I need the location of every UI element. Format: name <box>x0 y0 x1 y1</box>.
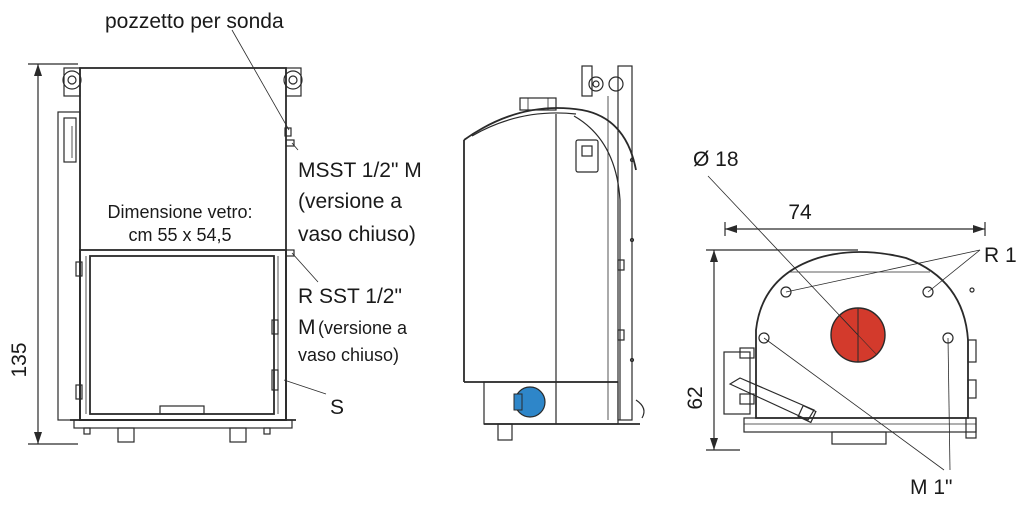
glass-window <box>89 255 275 415</box>
side-curved-top <box>463 107 637 171</box>
pulley-icon <box>62 70 82 90</box>
door-frame <box>79 249 287 421</box>
rsst-leader <box>291 252 319 283</box>
diameter-label: Ø 18 <box>693 148 739 171</box>
rsst-label-2a: M <box>298 316 316 339</box>
door-handle <box>159 405 205 415</box>
side-lower <box>483 381 619 425</box>
msst-label-3: vaso chiuso) <box>298 223 416 246</box>
rsst-label-2b: (versione a <box>318 318 408 338</box>
side-frame <box>617 65 633 421</box>
msst-label-1: MSST 1/2" M <box>298 159 422 182</box>
hinge-icon <box>75 261 83 277</box>
probe-label: pozzetto per sonda <box>105 10 284 33</box>
dim-width-label: 74 <box>788 201 812 224</box>
rsst-label-3: vaso chiuso) <box>298 345 399 365</box>
r1-label: R 1 <box>984 244 1017 267</box>
r1-leader <box>785 249 981 293</box>
side-door-box <box>723 351 751 415</box>
m1-label: M 1" <box>910 476 952 499</box>
s-leader <box>283 379 327 395</box>
glass-size-label-1: Dimensione vetro: <box>107 202 252 222</box>
rsst-label-1: R SST 1/2" <box>298 285 402 308</box>
r1-port-icon <box>922 286 934 298</box>
dim-height-label: 135 <box>8 342 31 377</box>
hinge-icon <box>75 384 83 400</box>
dim-depth-label: 62 <box>684 386 707 409</box>
pulley-icon <box>588 76 604 92</box>
s-label: S <box>330 396 344 419</box>
foot <box>497 423 513 441</box>
side-view <box>463 65 645 441</box>
left-side-panel <box>57 111 81 421</box>
pulley-icon <box>283 70 303 90</box>
probe-leader <box>231 29 290 131</box>
front-view: 135 <box>8 10 422 445</box>
height-dimension: 135 <box>8 63 78 445</box>
msst-connector <box>285 139 295 147</box>
diameter-leader <box>707 175 859 336</box>
glass-size-label-2: cm 55 x 54,5 <box>128 225 231 245</box>
msst-label-2: (versione a <box>298 190 402 213</box>
top-body-outline <box>755 251 969 419</box>
foot <box>117 427 135 443</box>
side-badge <box>575 139 599 173</box>
m1-port-icon <box>758 332 770 344</box>
foot <box>229 427 247 443</box>
top-bottom-plate <box>743 417 977 433</box>
rsst-connector <box>285 249 295 257</box>
m1-leader <box>763 337 945 471</box>
top-view: 74 62 <box>684 148 1017 499</box>
stove-base <box>73 419 293 429</box>
r1-port-icon <box>780 286 792 298</box>
